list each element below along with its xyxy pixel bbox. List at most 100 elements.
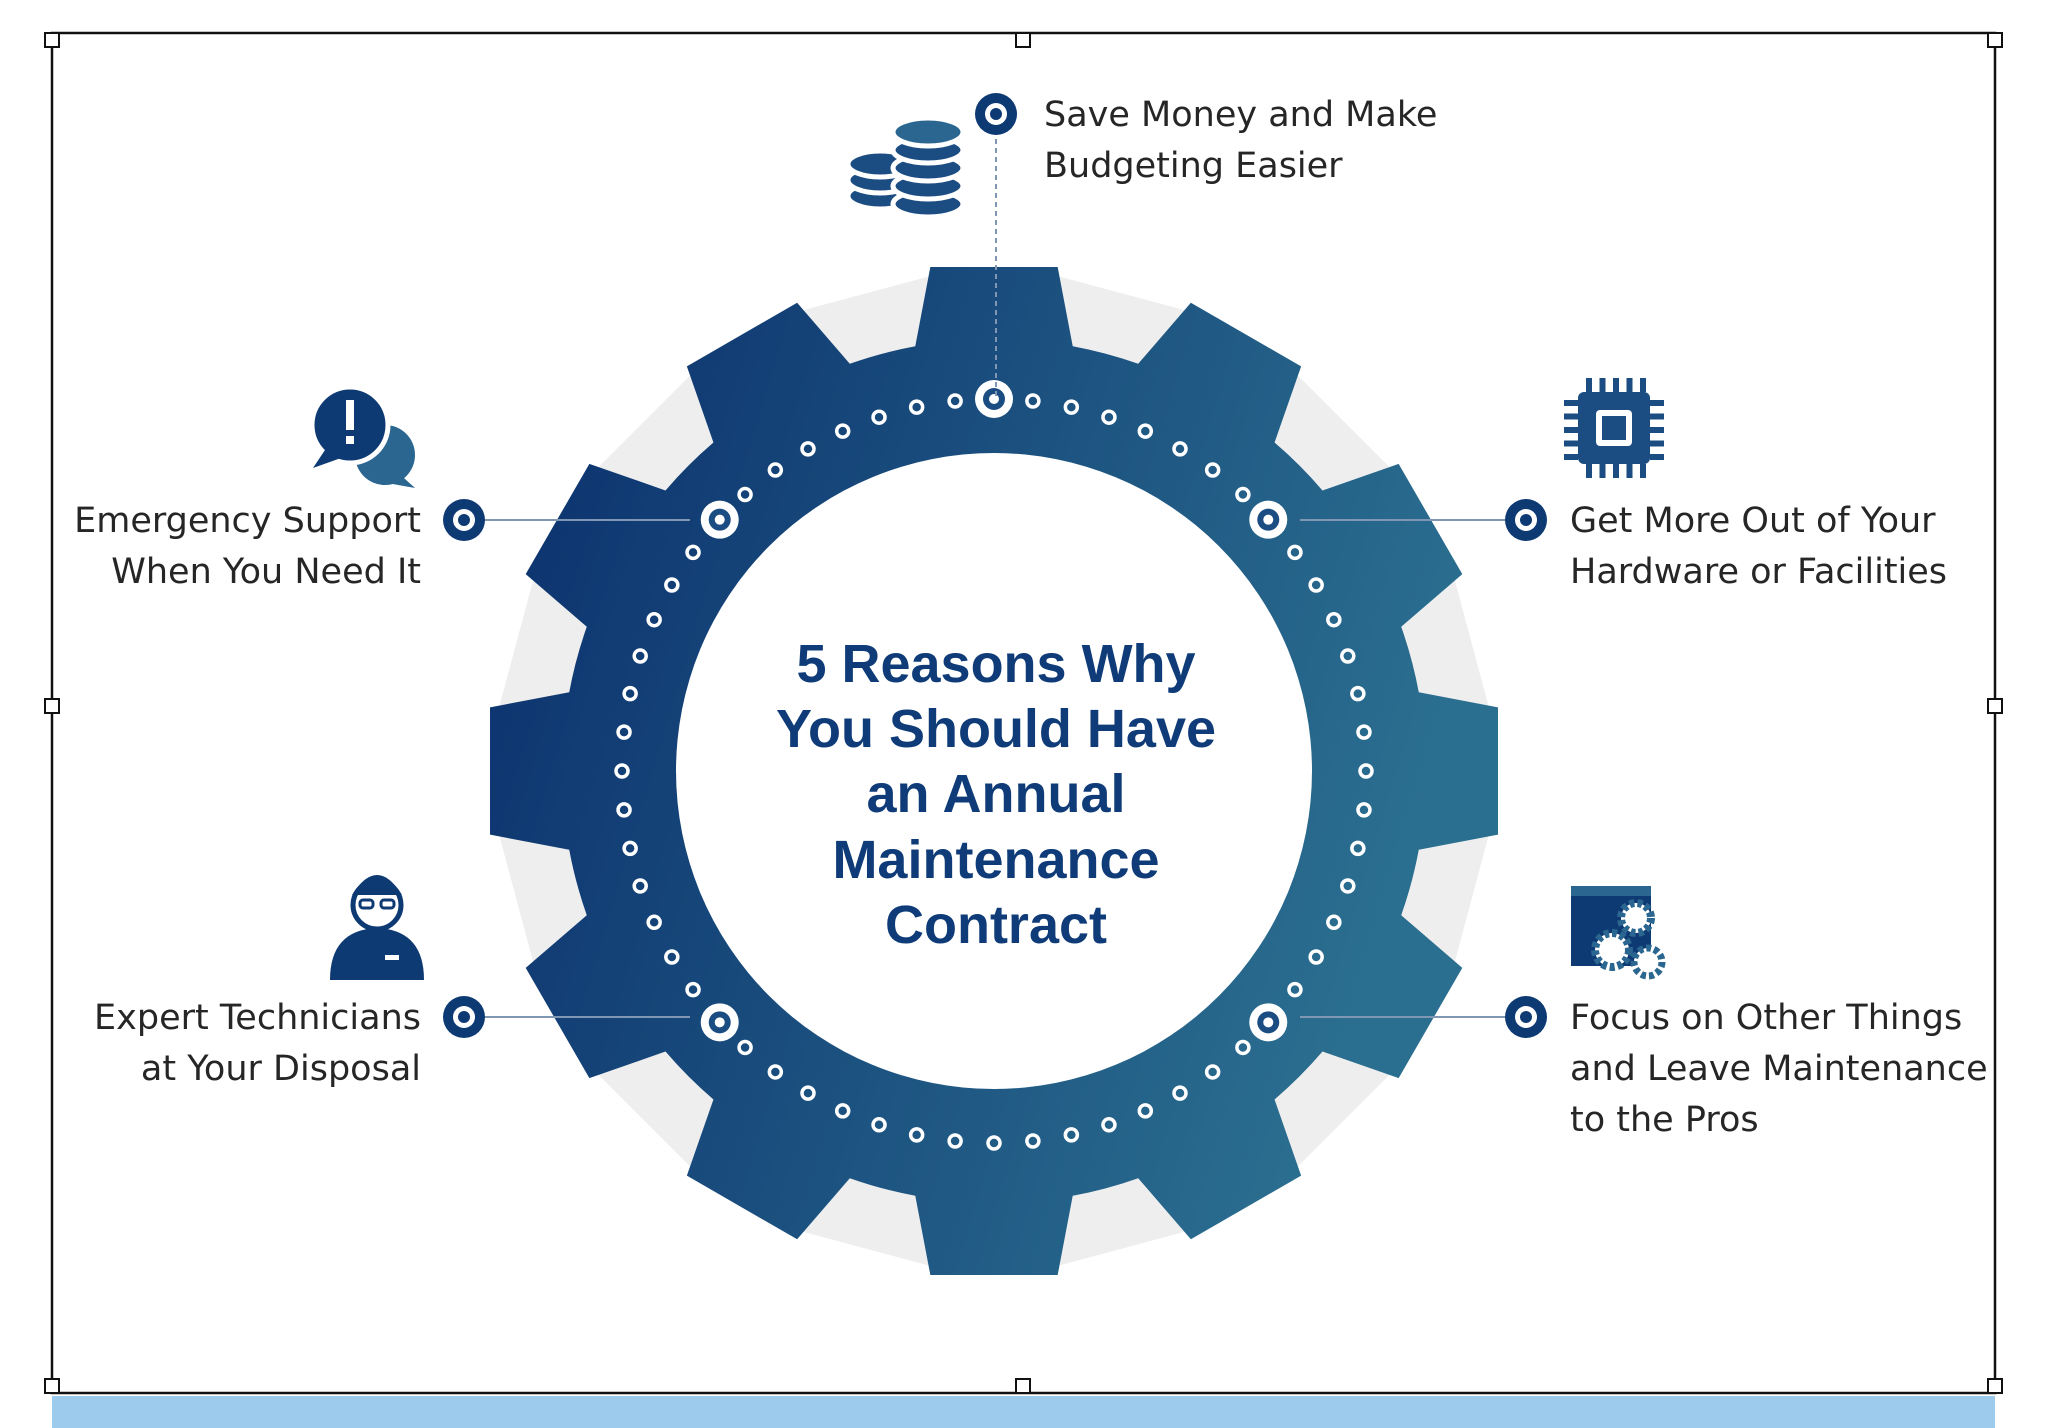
- resize-handle: [1015, 32, 1031, 48]
- ring-dot: [685, 981, 701, 998]
- reason-line: Focus on Other Things: [1570, 998, 1962, 1038]
- ring-dot: [646, 611, 662, 628]
- chip-icon: [1564, 378, 1664, 478]
- chip-pin: [1613, 378, 1619, 392]
- reason-save-money: Save Money and Make Budgeting Easier: [1044, 95, 1437, 186]
- ring-anchor-dot: [1249, 1003, 1288, 1042]
- ring-dot: [986, 1135, 1002, 1151]
- connectors: [482, 130, 1508, 1018]
- ring-dot: [1287, 544, 1303, 561]
- anchor-core: [989, 394, 999, 404]
- ring-dot: [614, 763, 630, 779]
- ring-dot: [1350, 840, 1366, 857]
- chip-pin: [1564, 440, 1578, 447]
- title-line: You Should Have: [776, 699, 1216, 759]
- reason-line: to the Pros: [1570, 1100, 1759, 1140]
- title-line: 5 Reasons Why: [796, 634, 1195, 694]
- reason-hardware: Get More Out of Your Hardware or Facilit…: [1570, 501, 1947, 592]
- resize-handle: [1987, 1378, 2003, 1394]
- ring-dot: [871, 409, 887, 425]
- ring-dot: [1025, 393, 1041, 409]
- ring-dot: [664, 577, 680, 593]
- ring-dot: [871, 1117, 887, 1133]
- ring-dot: [685, 544, 701, 561]
- ring-dot: [1137, 1103, 1154, 1119]
- technician-icon: [330, 875, 424, 980]
- anchor-core: [714, 514, 725, 525]
- ring-dot: [834, 1103, 851, 1119]
- chip-pin: [1650, 427, 1664, 433]
- chip-pin: [1599, 464, 1606, 478]
- bottom-bar: [52, 1396, 1995, 1428]
- selection-frame[interactable]: [44, 31, 2003, 1395]
- resize-handle: [44, 1378, 60, 1394]
- ring-dot: [767, 1064, 784, 1080]
- ring-dot: [664, 949, 680, 965]
- resize-handle: [1987, 698, 2003, 714]
- marker-core: [1520, 1011, 1532, 1023]
- ring-dot: [908, 1127, 925, 1143]
- ring-dot: [1326, 914, 1342, 931]
- chip-pin: [1564, 427, 1578, 433]
- settings-window-icon: [1571, 886, 1666, 980]
- ring-dot: [646, 914, 662, 931]
- reason-technicians: Expert Technicians at Your Disposal: [94, 998, 421, 1089]
- ring-dot: [1235, 486, 1251, 503]
- ring-dot: [947, 1133, 963, 1149]
- ring-dot: [622, 840, 638, 857]
- ring-dot: [737, 1039, 753, 1056]
- ring-dot: [1340, 878, 1356, 894]
- chip-pin: [1650, 440, 1664, 447]
- chip-pin: [1640, 464, 1646, 478]
- anchor-core: [714, 1017, 725, 1028]
- reason-line: Get More Out of Your: [1570, 501, 1936, 541]
- ring-dot: [1025, 1133, 1041, 1149]
- marker-core: [1520, 514, 1532, 526]
- reason-line: at Your Disposal: [141, 1049, 421, 1089]
- ring-dot: [1137, 423, 1154, 439]
- ring-dot: [1063, 1127, 1080, 1143]
- ring-anchor-dot: [1249, 500, 1288, 539]
- target-marker-icon: [1505, 499, 1547, 541]
- ring-dot: [632, 878, 648, 894]
- ring-dot: [632, 648, 648, 664]
- chip-pin: [1599, 378, 1606, 392]
- title-line: an Annual: [866, 764, 1125, 824]
- ring-dot: [1204, 1064, 1221, 1080]
- target-marker-icon: [975, 93, 1017, 135]
- chip-pin: [1640, 378, 1646, 392]
- reason-line: Emergency Support: [74, 501, 421, 541]
- ring-dot: [800, 441, 816, 457]
- reason-line: Expert Technicians: [94, 998, 421, 1038]
- reason-emergency-support: Emergency Support When You Need It: [74, 501, 421, 592]
- chip-pin: [1564, 400, 1578, 406]
- ring-anchor-dot: [700, 500, 739, 539]
- ring-dot: [737, 486, 753, 503]
- ring-dot: [1235, 1039, 1251, 1056]
- ring-anchor-dot: [700, 1003, 739, 1042]
- chip-pin: [1650, 413, 1664, 420]
- ring-dot: [800, 1085, 816, 1101]
- ring-dot: [908, 399, 925, 415]
- reason-line: Save Money and Make: [1044, 95, 1437, 135]
- ring-dot: [767, 462, 784, 478]
- ring-dot: [616, 802, 632, 818]
- ring-dot: [1356, 724, 1372, 740]
- title-line: Maintenance: [832, 830, 1159, 890]
- resize-handle: [44, 698, 60, 714]
- marker-core: [458, 514, 470, 526]
- ring-dot: [1308, 577, 1324, 593]
- ring-dot: [1172, 1085, 1188, 1101]
- reason-focus: Focus on Other Things and Leave Maintena…: [1570, 998, 1988, 1140]
- ring-dot: [1356, 802, 1372, 818]
- chip-pin: [1650, 400, 1664, 406]
- alert-chat-icon: [309, 384, 415, 488]
- chip-pin: [1564, 413, 1578, 420]
- ring-dot: [1358, 763, 1374, 779]
- ring-dot: [1287, 981, 1303, 998]
- marker-core: [990, 108, 1002, 120]
- target-marker-icon: [443, 996, 485, 1038]
- ring-dot: [947, 393, 963, 409]
- ring-dot: [1350, 685, 1366, 702]
